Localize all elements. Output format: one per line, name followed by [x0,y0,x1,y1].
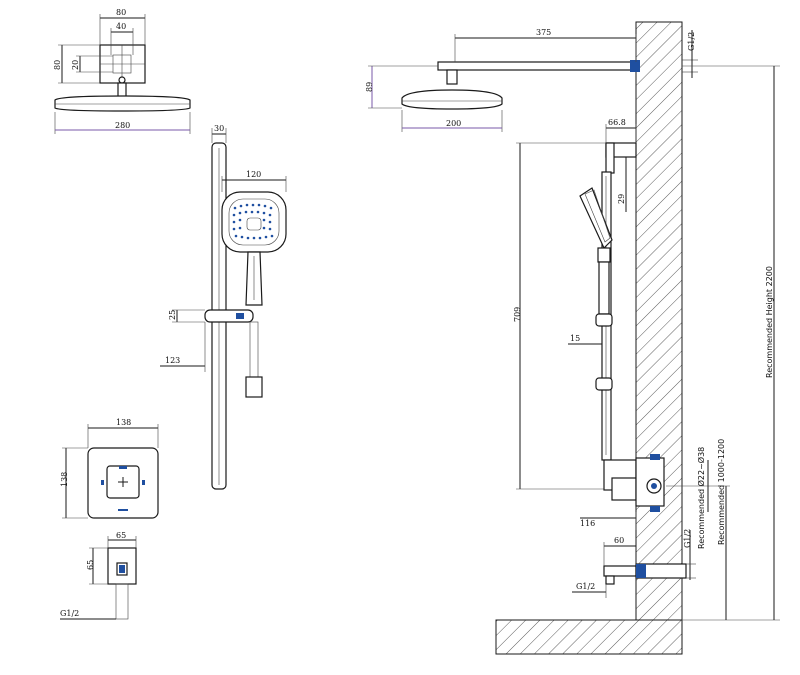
dim-top-width: 80 [116,8,126,17]
dim-outlet-height: 65 [86,560,95,570]
valve-plate-front-view: 138 138 [60,418,159,519]
dim-top-height: 80 [53,60,62,70]
overhead-arm-side-view: 375 G1/2 89 200 [365,28,698,132]
dim-spout-thread-top: G1/2 [683,529,692,548]
dim-handset-width: 120 [246,170,261,179]
slide-bar-front-view: 30 120 25 123 [160,124,287,490]
dim-bracket-projection: 66.8 [608,118,626,127]
dim-slider-offset: 123 [165,356,180,365]
handset-nozzles-icon [232,203,274,240]
dim-valve-projection: 116 [580,519,595,528]
wall-section [495,21,683,655]
dim-spout-thread-bottom: G1/2 [576,582,595,591]
height-dimensions: Recommended Height 2200 Recommended 1000… [682,65,780,621]
dim-plate-height: 138 [60,472,69,487]
dim-bar-offset: 15 [570,334,580,343]
dim-spout-projection: 60 [614,536,624,545]
dim-recommended-height: Recommended Height 2200 [765,266,774,378]
spout-side-view: 60 G1/2 G1/2 [572,529,696,598]
dim-head-side-height: 89 [365,82,374,92]
dim-plate-width: 138 [116,418,131,427]
dim-head-side-width: 200 [446,119,461,128]
dim-head-front-width: 280 [115,121,130,130]
dim-top-inner: 40 [116,22,126,31]
dim-top-small: 20 [71,60,80,70]
dim-outlet-width: 65 [116,531,126,540]
dim-outlet-thread: G1/2 [60,609,79,618]
dim-arm-thread: G1/2 [687,32,696,51]
head-front-view: 280 [54,82,191,134]
slide-bar-side-view: 66.8 29 709 15 [513,118,637,490]
dim-bar-length: 709 [513,307,522,322]
dim-bracket-height: 29 [617,194,626,204]
dim-bar-width: 30 [214,124,224,133]
head-top-view: 80 40 80 20 [53,8,146,84]
valve-side-view: 116 Recommended Ø22~Ø38 [580,447,712,549]
outlet-front-view: 65 65 G1/2 [60,531,137,620]
dim-valve-height: Recommended 1000-1200 [717,439,726,545]
dim-arm-length: 375 [536,28,551,37]
dim-pipe-dia: Recommended Ø22~Ø38 [696,447,706,549]
dim-slider-height: 25 [168,310,177,320]
